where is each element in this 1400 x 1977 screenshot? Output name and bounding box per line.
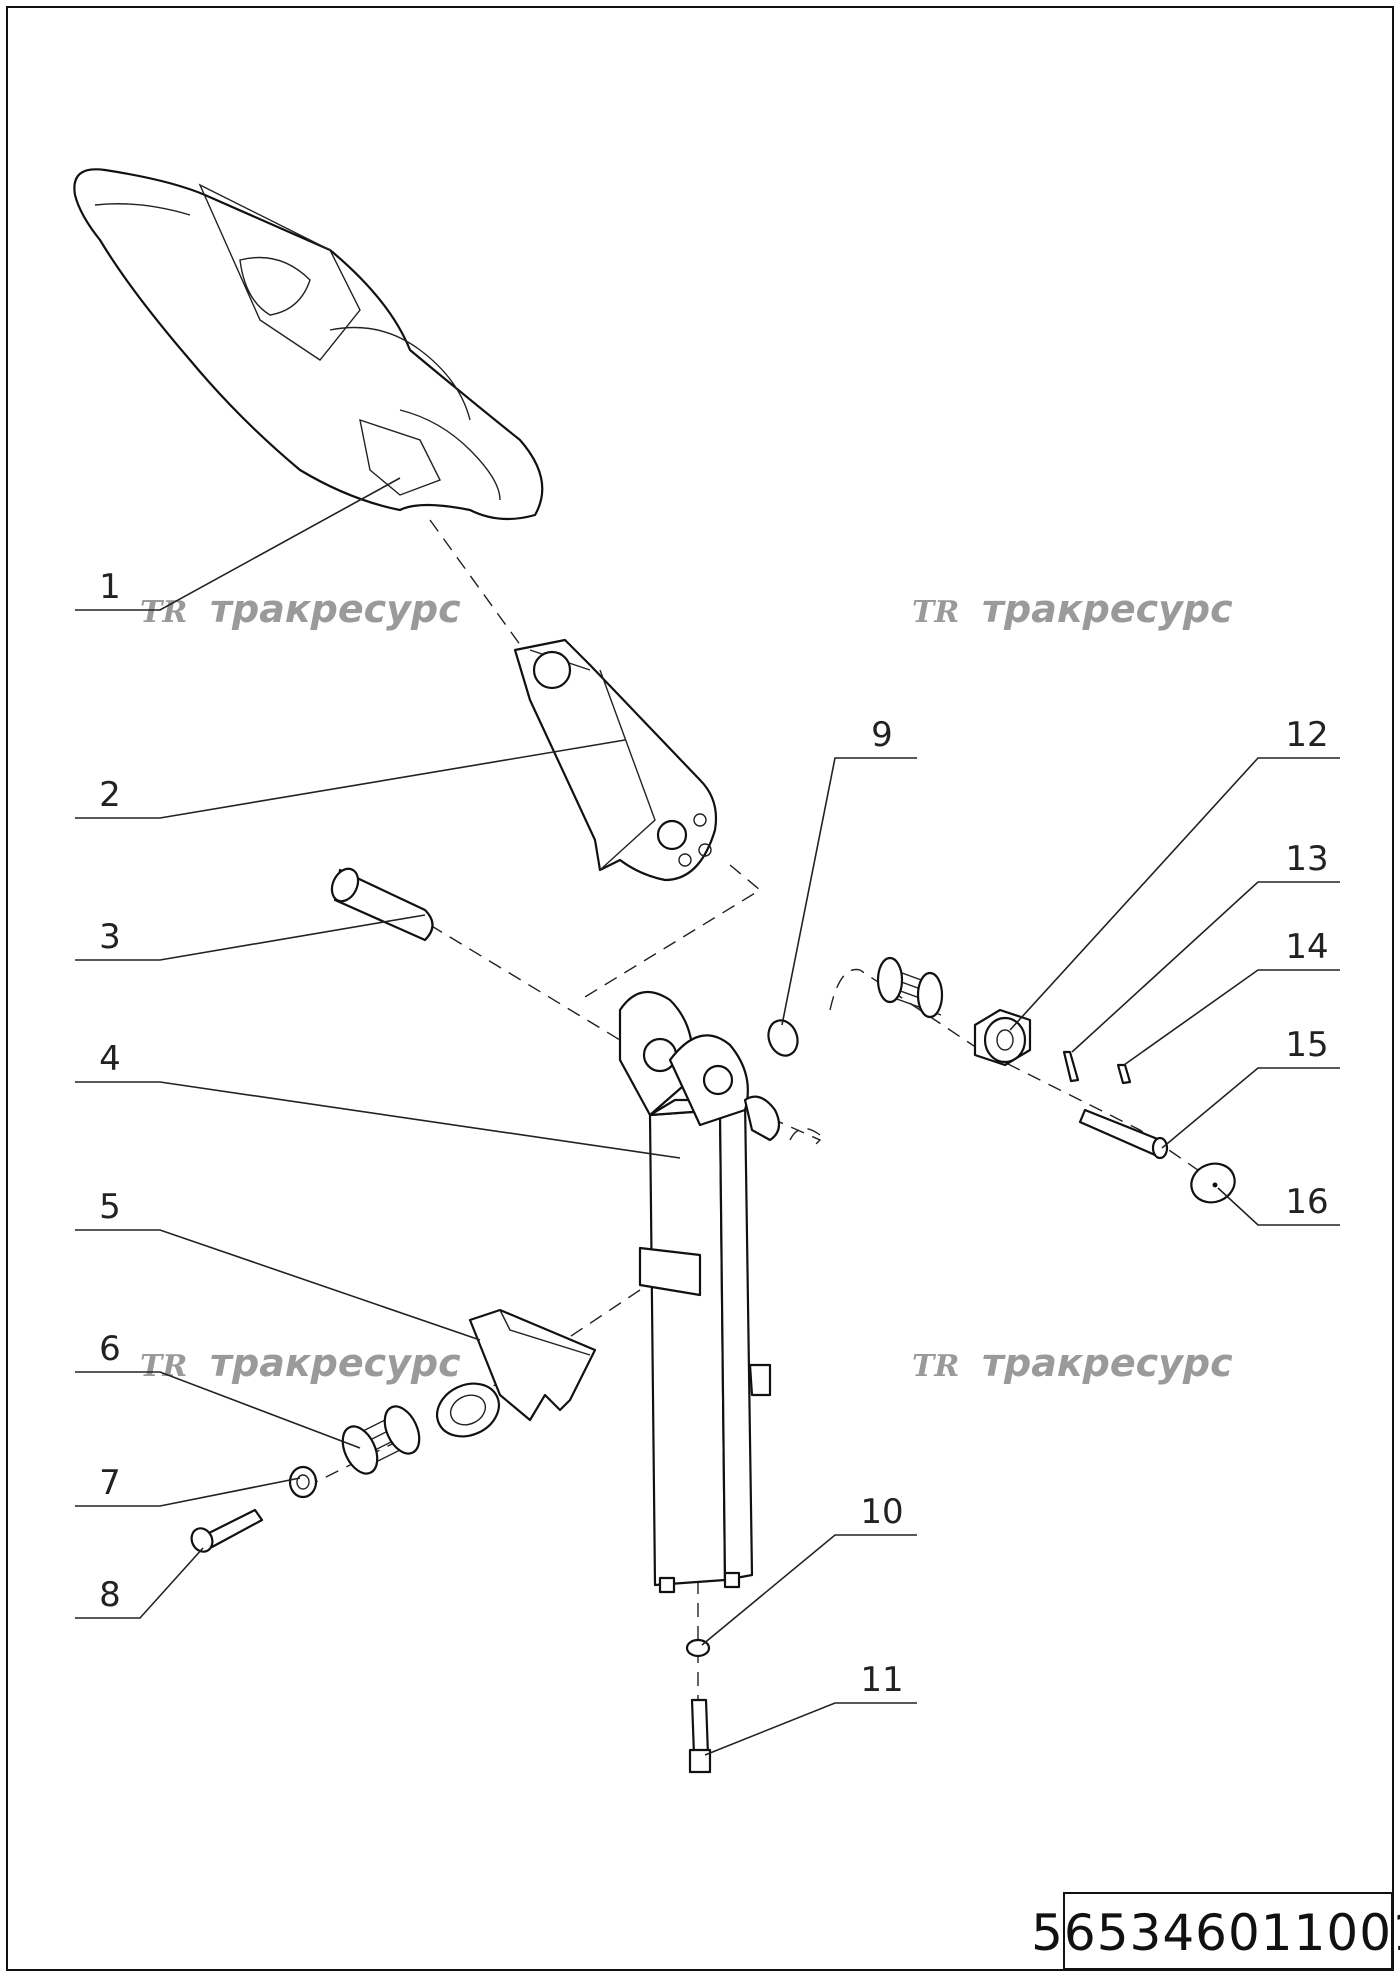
title-block-frame (1063, 1892, 1393, 1970)
part-handle (73, 168, 544, 521)
callout-14: 14 (1285, 927, 1328, 967)
part-washer (288, 1465, 318, 1499)
part-small-pin (1062, 1050, 1080, 1083)
callout-4: 4 (99, 1039, 121, 1079)
watermark-top-left: TR тракресурс (140, 587, 461, 631)
document-number: 565346011001 (1031, 1904, 1400, 1962)
callout-9: 9 (871, 715, 893, 755)
drawing-frame (6, 6, 1394, 1971)
svg-text:TR: TR (912, 595, 959, 630)
watermark-bottom-right: TR тракресурс (912, 1341, 1233, 1385)
title-block: 565346011001 (1031, 1892, 1400, 1970)
part-retaining-ring (767, 1019, 799, 1057)
part-bolt-long (190, 1508, 264, 1553)
callout-15: 15 (1285, 1025, 1328, 1065)
callout-7: 7 (99, 1463, 121, 1503)
callout-5: 5 (99, 1187, 121, 1227)
svg-text:TR: TR (140, 595, 187, 630)
svg-text:тракресурс: тракресурс (210, 1341, 461, 1385)
part-latch-sleeve (436, 1308, 597, 1438)
callout-8: 8 (99, 1575, 121, 1615)
part-bolt-short (688, 1698, 712, 1774)
callout-13: 13 (1285, 839, 1328, 879)
part-spring-large (876, 956, 944, 1019)
callout-16: 16 (1285, 1182, 1328, 1222)
watermark-top-right: TR тракресурс (912, 587, 1233, 631)
callout-10: 10 (860, 1492, 903, 1532)
svg-text:тракресурс: тракресурс (982, 1341, 1233, 1385)
callout-6: 6 (99, 1329, 121, 1369)
part-shaft (1078, 1108, 1169, 1160)
part-pin (330, 867, 434, 942)
callout-11: 11 (860, 1660, 903, 1700)
svg-text:TR: TR (912, 1349, 959, 1384)
callout-2: 2 (99, 775, 121, 815)
callout-3: 3 (99, 917, 121, 957)
svg-text:TR: TR (140, 1349, 187, 1384)
callout-1: 1 (99, 567, 121, 607)
callout-labels: 1 2 3 4 5 6 7 8 9 10 11 12 13 14 15 16 (99, 567, 1328, 1700)
part-set-screw (1116, 1063, 1132, 1085)
part-bracket-arm (513, 638, 718, 882)
part-column (618, 990, 781, 1594)
svg-text:тракресурс: тракресурс (982, 587, 1233, 631)
callout-12: 12 (1285, 715, 1328, 755)
leader-lines (75, 477, 1340, 1756)
svg-text:тракресурс: тракресурс (210, 587, 461, 631)
part-spring-small (341, 1405, 421, 1475)
watermark-bottom-left: TR тракресурс (140, 1341, 461, 1385)
